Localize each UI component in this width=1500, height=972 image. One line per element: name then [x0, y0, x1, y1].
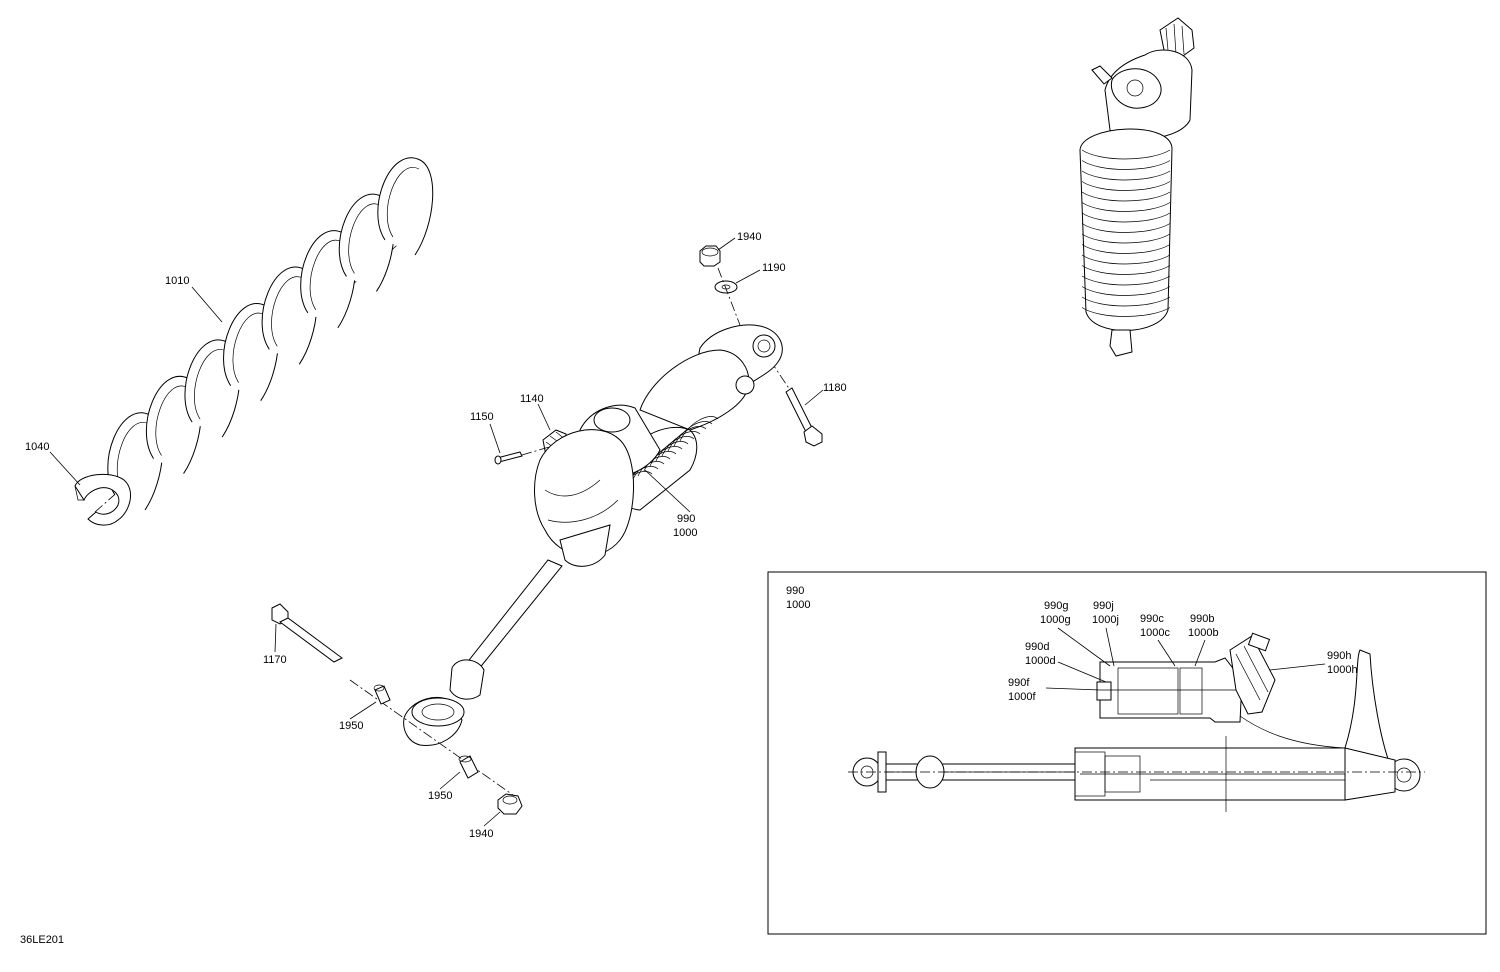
coil-turn: [271, 276, 304, 347]
adjuster-screw: [494, 451, 523, 465]
inset-shock-cutaway: [848, 632, 1425, 812]
callout-1000: 1000: [673, 527, 697, 539]
spring-seat: [74, 473, 132, 526]
callout-1950-lower: 1950: [428, 790, 452, 802]
inset-label-990h: 990h: [1327, 650, 1351, 662]
inset-label-1000g: 1000g: [1040, 614, 1071, 626]
inset-label-1000f: 1000f: [1008, 691, 1036, 703]
inset-label-990f: 990f: [1008, 677, 1030, 689]
coil-turn: [1081, 307, 1171, 317]
inset-label-990c: 990c: [1140, 613, 1164, 625]
callout-1010: 1010: [165, 275, 189, 287]
coil-turn: [1081, 233, 1171, 244]
coil-turn: [1081, 212, 1171, 223]
callout-1950-upper: 1950: [339, 720, 363, 732]
inset-title-990: 990: [786, 585, 804, 597]
inset-label-1000c: 1000c: [1140, 627, 1170, 639]
coil-turn: [386, 166, 420, 238]
coil-turn: [155, 385, 188, 456]
coil-turn: [377, 157, 434, 256]
callout-1940-top: 1940: [737, 231, 761, 243]
coil-turn: [1081, 244, 1171, 254]
bolt-1170: [271, 603, 343, 663]
inset-label-1000h: 1000h: [1327, 664, 1358, 676]
spacer-lower: [458, 755, 479, 779]
diagram-id: 36LE201: [20, 934, 64, 946]
callout-1940-bottom: 1940: [469, 828, 493, 840]
coil-spring: [94, 157, 434, 513]
coil-turn: [1081, 275, 1171, 286]
callout-1170: 1170: [263, 654, 287, 666]
coil-turn: [1081, 160, 1171, 170]
coil-turn: [309, 239, 343, 311]
inset-title-1000: 1000: [786, 599, 810, 611]
coil-turn: [1081, 181, 1171, 191]
callout-1180: 1180: [823, 382, 847, 394]
callouts: 1010 1040 1940 1190 1180 1140 1150 990 1…: [25, 231, 847, 840]
callout-1040: 1040: [25, 441, 49, 453]
spacer-upper: [373, 684, 391, 705]
inset-label-990g: 990g: [1044, 600, 1068, 612]
inset-label-1000j: 1000j: [1092, 614, 1119, 626]
callout-1150: 1150: [470, 411, 494, 423]
inset-label-990b: 990b: [1190, 613, 1214, 625]
callout-1190: 1190: [762, 262, 786, 274]
coil-turn: [1081, 296, 1171, 307]
coil-turn: [1081, 170, 1171, 181]
coil-turn: [1081, 286, 1171, 296]
coil-turn: [1081, 223, 1171, 233]
assembled-shock-view: [1079, 17, 1195, 357]
coil-turn: [348, 203, 381, 274]
coil-turn: [1081, 191, 1171, 202]
inset-label-1000d: 1000d: [1025, 655, 1056, 667]
top-nut: [699, 245, 721, 267]
coil-turn: [1081, 149, 1171, 160]
coil-turn: [1081, 254, 1171, 265]
inset-label-990d: 990d: [1025, 641, 1049, 653]
coil-turn: [673, 421, 713, 447]
coil-turn: [1081, 202, 1171, 212]
coil-turn: [1081, 265, 1171, 275]
top-washer: [714, 280, 738, 294]
detail-inset: 990 1000: [767, 571, 1487, 935]
coil-turn: [679, 416, 719, 442]
callout-990: 990: [677, 513, 695, 525]
shock-absorber: [349, 324, 783, 801]
bottom-nut: [497, 793, 523, 815]
coil-turn: [232, 312, 265, 383]
inset-label-990j: 990j: [1093, 600, 1114, 612]
coil-turn: [194, 349, 227, 420]
callout-1140: 1140: [520, 393, 544, 405]
inset-label-1000b: 1000b: [1188, 627, 1219, 639]
